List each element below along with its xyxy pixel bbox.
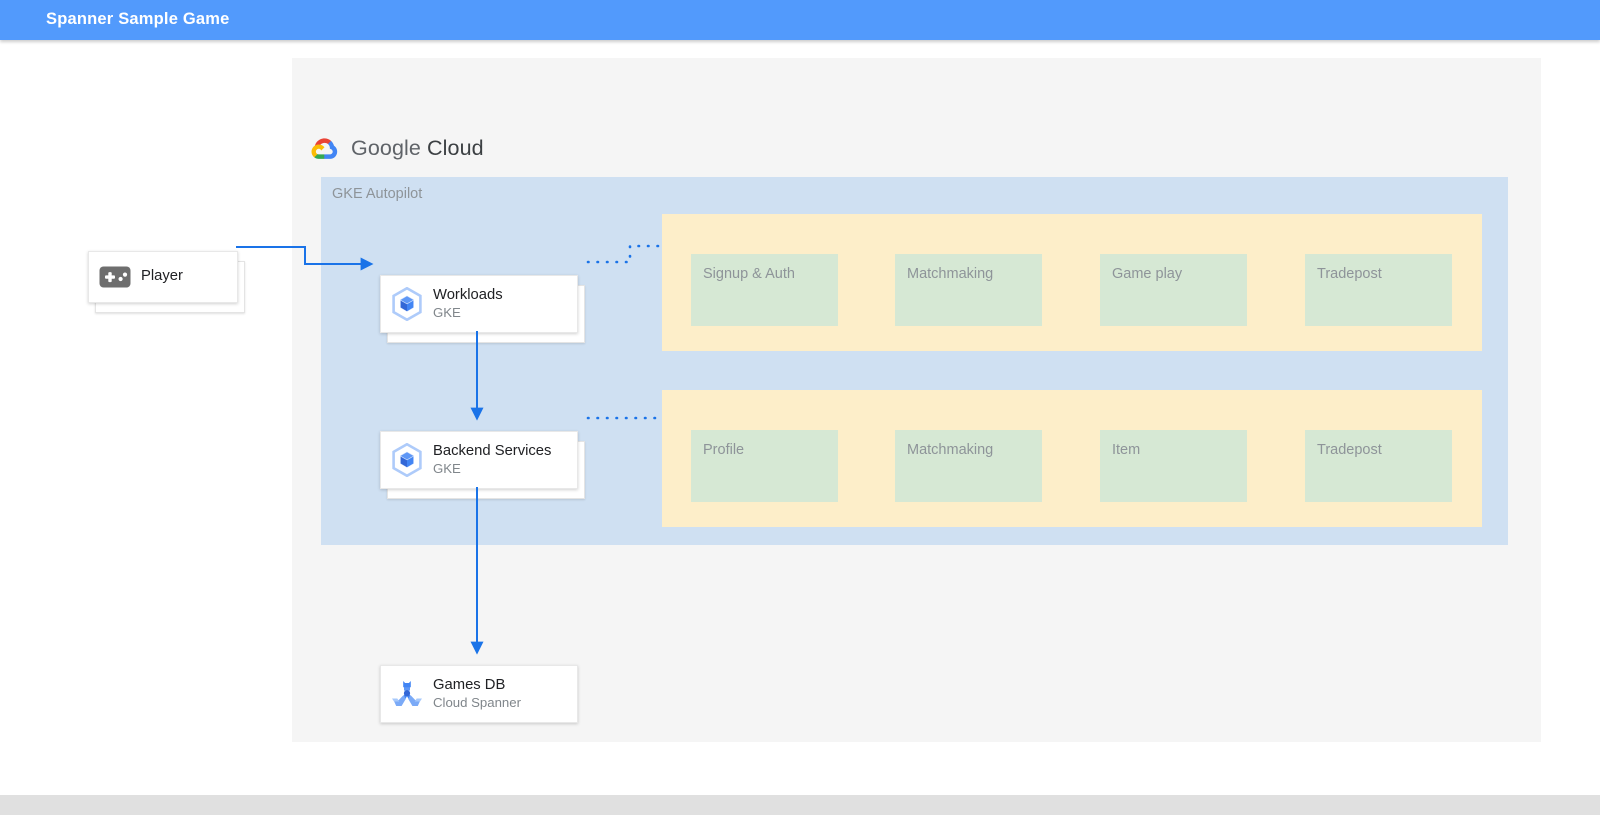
node-games-db-card[interactable]: Games DB Cloud Spanner (380, 665, 578, 723)
gke-icon (381, 287, 433, 321)
service-box-game-play[interactable]: Game play (1100, 254, 1247, 326)
google-cloud-logo: Google Cloud (310, 132, 484, 164)
node-player-text: Player (141, 268, 183, 285)
app-title: Spanner Sample Game (46, 10, 230, 28)
cloud-spanner-icon (381, 678, 433, 710)
service-box-label: Game play (1112, 266, 1183, 282)
node-workloads-title: Workloads (433, 286, 503, 303)
node-games-db-text: Games DB Cloud Spanner (433, 677, 521, 711)
service-box-tradepost[interactable]: Tradepost (1305, 254, 1452, 326)
node-workloads-text: Workloads GKE (433, 287, 503, 321)
service-box-label: Signup & Auth (703, 266, 795, 282)
service-box-profile[interactable]: Profile (691, 430, 838, 502)
cloud-spanner-icon-glyph (392, 680, 422, 706)
node-games-db-title: Games DB (433, 676, 506, 693)
backend-services-group: Profile Matchmaking Item Tradepost (662, 390, 1482, 527)
service-box-label: Matchmaking (907, 266, 994, 282)
node-player-card[interactable]: Player (88, 251, 238, 303)
gke-autopilot-zone-label: GKE Autopilot (332, 186, 423, 202)
node-backend-services-subtitle: GKE (433, 461, 461, 477)
node-backend-services-card[interactable]: Backend Services GKE (380, 431, 578, 489)
node-player-title: Player (141, 268, 183, 285)
gamepad-icon (89, 266, 141, 288)
service-box-item[interactable]: Item (1100, 430, 1247, 502)
logo-text-cloud: Cloud (427, 135, 484, 160)
gke-icon (381, 443, 433, 477)
gamepad-icon-glyph (99, 266, 131, 288)
node-games-db-subtitle: Cloud Spanner (433, 695, 521, 711)
node-backend-services-title: Backend Services (433, 442, 552, 459)
google-cloud-mark-icon (311, 137, 338, 159)
workload-services-group: Signup & Auth Matchmaking Game play Trad… (662, 214, 1482, 351)
node-workloads-card[interactable]: Workloads GKE (380, 275, 578, 333)
node-backend-services-text: Backend Services GKE (433, 443, 551, 477)
service-box-label: Tradepost (1317, 266, 1382, 282)
service-box-signup-auth[interactable]: Signup & Auth (691, 254, 838, 326)
gke-icon-glyph (392, 443, 422, 477)
service-box-matchmaking[interactable]: Matchmaking (895, 254, 1042, 326)
google-cloud-logo-text: Google Cloud (351, 136, 484, 161)
architecture-diagram-canvas: Google Cloud GKE Autopilot Signup & Auth… (0, 40, 1600, 795)
app-header-bar: Spanner Sample Game (0, 0, 1600, 40)
gke-icon-glyph (392, 287, 422, 321)
logo-text-google: Google (351, 135, 421, 160)
service-box-label: Matchmaking (907, 442, 994, 458)
service-box-label: Item (1112, 442, 1141, 458)
node-workloads-subtitle: GKE (433, 305, 461, 321)
service-box-label: Tradepost (1317, 442, 1382, 458)
service-box-label: Profile (703, 442, 745, 458)
service-box-matchmaking-backend[interactable]: Matchmaking (895, 430, 1042, 502)
footer-strip (0, 795, 1600, 815)
service-box-tradepost-backend[interactable]: Tradepost (1305, 430, 1452, 502)
